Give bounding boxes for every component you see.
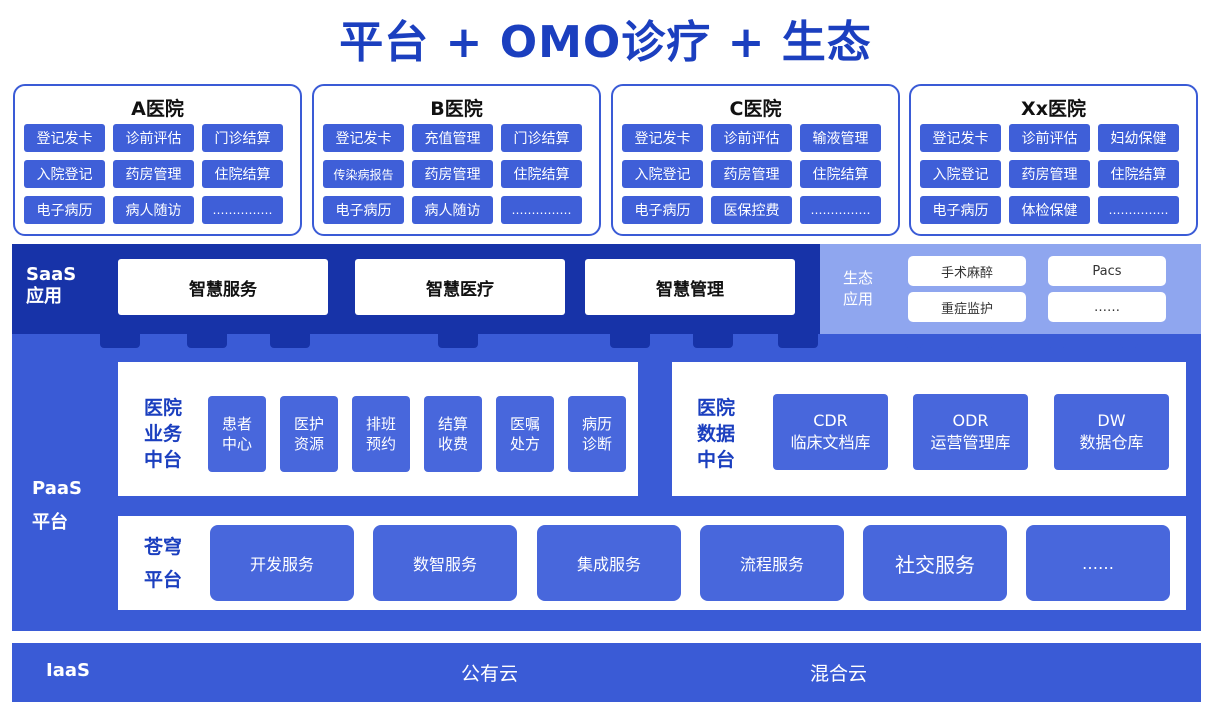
module-box: 医保控费 <box>711 196 792 224</box>
paas-label-line2: 平台 <box>32 512 68 533</box>
ecosystem-item: Pacs <box>1048 256 1166 286</box>
development-service-box: 开发服务 <box>210 525 354 601</box>
diagnosis-box: 病历诊断 <box>568 396 626 472</box>
medical-staff-box: 医护资源 <box>280 396 338 472</box>
connector-tab <box>976 334 994 348</box>
module-box: 入院登记 <box>920 160 1001 188</box>
ecosystem-label: 生态 应用 <box>843 268 873 310</box>
ecosystem-item: 手术麻醉 <box>908 256 1026 286</box>
module-box: 登记发卡 <box>24 124 105 152</box>
smart-service-box: 智慧服务 <box>118 259 328 315</box>
business-platform-title: 医院 业务 中台 <box>144 397 183 471</box>
saas-label-line1: SaaS <box>26 264 77 285</box>
module-box: 诊前评估 <box>1009 124 1090 152</box>
more-services-box: …… <box>1026 525 1170 601</box>
module-box: 药房管理 <box>113 160 194 188</box>
digital-intelligence-service-box: 数智服务 <box>373 525 517 601</box>
module-box: 住院结算 <box>1098 160 1179 188</box>
module-box: 住院结算 <box>501 160 582 188</box>
hospital-name: A医院 <box>131 98 184 120</box>
module-box-ellipsis: …………… <box>202 196 283 224</box>
paas-label-line1: PaaS <box>32 478 82 499</box>
connector-tab <box>187 334 227 348</box>
module-box: 入院登记 <box>622 160 703 188</box>
saas-label: SaaS 应用 <box>26 264 76 308</box>
integration-service-box: 集成服务 <box>537 525 681 601</box>
connector-tab <box>693 334 733 348</box>
module-box: 登记发卡 <box>323 124 404 152</box>
workflow-service-box: 流程服务 <box>700 525 844 601</box>
module-box: 电子病历 <box>920 196 1001 224</box>
module-box: 妇幼保健 <box>1098 124 1179 152</box>
social-service-box: 社交服务 <box>863 525 1007 601</box>
hospital-card-a: A医院 登记发卡 诊前评估 门诊结算 入院登记 药房管理 住院结算 电子病历 病… <box>13 84 302 236</box>
module-box: 登记发卡 <box>920 124 1001 152</box>
hospital-card-xx: Xx医院 登记发卡 诊前评估 妇幼保健 入院登记 药房管理 住院结算 电子病历 … <box>909 84 1198 236</box>
prescription-box: 医嘱处方 <box>496 396 554 472</box>
module-box: 药房管理 <box>1009 160 1090 188</box>
ecosystem-item: 重症监护 <box>908 292 1026 322</box>
module-box: 药房管理 <box>711 160 792 188</box>
connector-tab <box>905 334 923 348</box>
paas-label: PaaS 平台 <box>32 472 92 540</box>
ecosystem-label-line2: 应用 <box>843 290 874 308</box>
module-box: 门诊结算 <box>202 124 283 152</box>
iaas-label: IaaS <box>46 660 90 681</box>
module-box: 输液管理 <box>800 124 881 152</box>
module-box: 电子病历 <box>24 196 105 224</box>
module-box: 住院结算 <box>202 160 283 188</box>
module-box: 入院登记 <box>24 160 105 188</box>
connector-tab <box>1048 334 1066 348</box>
connector-tab <box>100 334 140 348</box>
module-box: 病人随访 <box>113 196 194 224</box>
ecosystem-item: …… <box>1048 292 1166 322</box>
billing-box: 结算收费 <box>424 396 482 472</box>
module-box: 诊前评估 <box>711 124 792 152</box>
connector-tab <box>1120 334 1138 348</box>
scheduling-box: 排班预约 <box>352 396 410 472</box>
hospital-name: C医院 <box>729 98 782 120</box>
saas-label-line2: 应用 <box>26 286 62 307</box>
module-box-ellipsis: …………… <box>800 196 881 224</box>
module-box-ellipsis: …………… <box>501 196 582 224</box>
iaas-layer <box>12 643 1201 702</box>
module-box: 登记发卡 <box>622 124 703 152</box>
connector-tab <box>438 334 478 348</box>
smart-management-box: 智慧管理 <box>585 259 795 315</box>
module-box: 病人随访 <box>412 196 493 224</box>
hybrid-cloud-label: 混合云 <box>810 663 868 685</box>
module-box: 电子病历 <box>622 196 703 224</box>
hospital-name: Xx医院 <box>1021 98 1086 120</box>
module-box: 体检保健 <box>1009 196 1090 224</box>
patient-center-box: 患者中心 <box>208 396 266 472</box>
module-box: 传染病报告 <box>323 160 404 188</box>
smart-medical-box: 智慧医疗 <box>355 259 565 315</box>
module-box: 诊前评估 <box>113 124 194 152</box>
module-box-ellipsis: …………… <box>1098 196 1179 224</box>
module-box: 住院结算 <box>800 160 881 188</box>
public-cloud-label: 公有云 <box>461 663 519 685</box>
module-box: 电子病历 <box>323 196 404 224</box>
module-box: 充值管理 <box>412 124 493 152</box>
module-box: 药房管理 <box>412 160 493 188</box>
page-title: 平台 + OMO诊疗 + 生态 <box>339 17 872 68</box>
hospital-card-c: C医院 登记发卡 诊前评估 输液管理 入院登记 药房管理 住院结算 电子病历 医… <box>611 84 900 236</box>
ecosystem-label-line1: 生态 <box>843 269 874 287</box>
connector-tab <box>610 334 650 348</box>
cangqiong-platform-title: 苍穹 平台 <box>144 536 183 591</box>
hospital-name: B医院 <box>430 98 483 120</box>
module-box: 门诊结算 <box>501 124 582 152</box>
data-platform-title: 医院 数据 中台 <box>697 397 736 471</box>
connector-tab <box>270 334 310 348</box>
connector-tab <box>778 334 818 348</box>
hospital-card-b: B医院 登记发卡 充值管理 门诊结算 传染病报告 药房管理 住院结算 电子病历 … <box>312 84 601 236</box>
